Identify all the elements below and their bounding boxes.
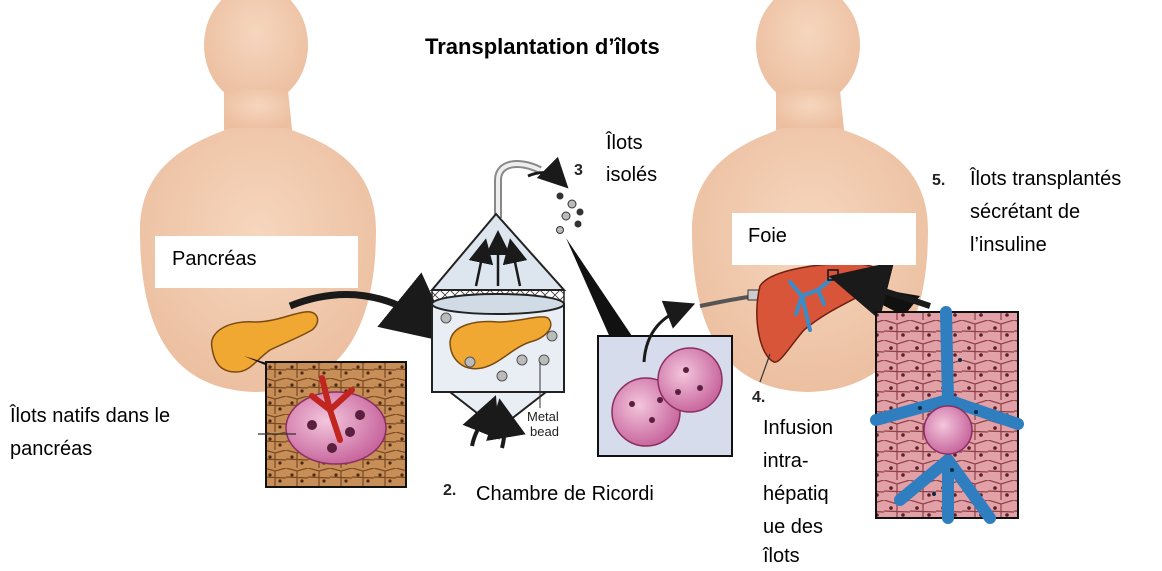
infusion-label-line5: îlots <box>763 543 800 570</box>
isolated-islets-label-line2: isolés <box>606 162 657 189</box>
infusion-label-line3: hépatiq <box>763 481 829 508</box>
arrow-chamber-to-isolated <box>528 173 560 180</box>
metal-bead-label-line2: bead <box>530 425 559 439</box>
native-islets-label-line2: pancréas <box>10 436 92 463</box>
transplanted-label-line1: Îlots transplantés <box>970 166 1121 193</box>
infusion-label-line4: ue des <box>763 514 823 541</box>
liver-tissue-inset <box>876 312 1018 518</box>
metal-bead-label-line1: Metal <box>527 410 559 424</box>
step-2-number: 2. <box>443 480 456 502</box>
isolated-inset-pointer <box>566 238 632 342</box>
isolated-islets-cluster <box>557 193 584 234</box>
native-islet-inset <box>266 362 406 487</box>
pancreas-label: Pancréas <box>172 246 257 273</box>
liver-label: Foie <box>748 223 787 250</box>
ricordi-chamber <box>432 164 564 448</box>
isolated-islet-inset <box>598 336 732 456</box>
diagram-title: Transplantation d’îlots <box>425 32 660 62</box>
transplanted-label-line2: sécrétant de <box>970 199 1080 226</box>
infusion-label-line1: Infusion <box>763 415 833 442</box>
step-5-number: 5. <box>932 170 945 192</box>
ricordi-chamber-label: Chambre de Ricordi <box>476 481 654 508</box>
native-islets-label-line1: Îlots natifs dans le <box>10 403 170 430</box>
step-3-number: 3 <box>574 160 583 182</box>
isolated-islets-label-line1: Îlots <box>606 130 643 157</box>
transplanted-label-line3: l’insuline <box>970 232 1047 259</box>
infusion-label-line2: intra- <box>763 448 809 475</box>
step-4-number: 4. <box>752 387 765 409</box>
